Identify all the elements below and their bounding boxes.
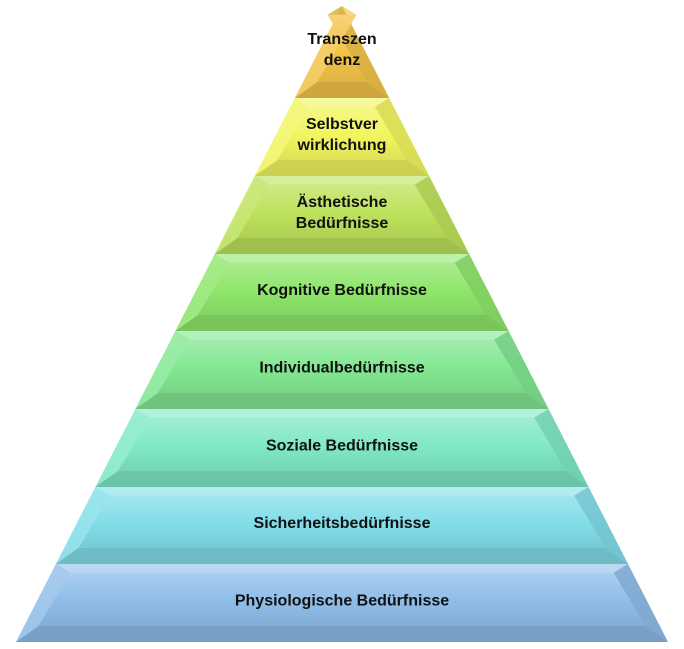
pyramid-level-face — [38, 572, 646, 626]
pyramid-level-bevel-top — [294, 98, 390, 107]
pyramid-level-label: Bedürfnisse — [296, 215, 389, 232]
pyramid-level-face — [198, 262, 486, 315]
pyramid-level: Transzen denz — [294, 6, 390, 98]
pyramid-level-bevel-right — [534, 409, 589, 487]
pyramid-level-bevel-bottom — [214, 238, 470, 254]
pyramid-level-bevel-right — [454, 254, 509, 331]
pyramid-level-label: denz — [324, 52, 360, 69]
pyramid-level-label: Ästhetische — [297, 193, 388, 211]
pyramid-level-bevel-bottom — [175, 315, 509, 331]
pyramid-level-face — [277, 106, 407, 160]
pyramid-level-bevel-right — [494, 331, 549, 409]
pyramid-level-face — [118, 417, 566, 471]
pyramid-level-face — [317, 14, 367, 82]
pyramid-level: Selbstver wirklichung — [254, 98, 430, 176]
pyramid-level-bevel-top — [95, 487, 589, 496]
pyramid-level: Physiologische Bedürfnisse — [16, 564, 668, 642]
pyramid-level-label: Selbstver — [306, 116, 378, 133]
pyramid-level-bevel-left — [16, 564, 71, 642]
pyramid-level-bevel-top — [135, 409, 549, 418]
pyramid-level-bevel-bottom — [135, 393, 549, 409]
pyramid-level-label: wirklichung — [297, 137, 387, 154]
pyramid-level-bevel-bottom — [95, 471, 589, 487]
pyramid-level-label: Physiologische Bedürfnisse — [235, 592, 449, 609]
pyramid-level-bevel-top — [175, 331, 509, 340]
pyramid-level-bevel-top — [254, 176, 430, 185]
pyramid-level-bevel-bottom — [254, 160, 430, 176]
pyramid-level-label: Sicherheitsbedürfnisse — [254, 515, 431, 532]
pyramid-level-bevel-top — [214, 254, 470, 263]
pyramid-level-label: Soziale Bedürfnisse — [266, 437, 418, 454]
pyramid-level-bevel-left — [55, 487, 110, 564]
pyramid-level-bevel-bottom — [16, 626, 668, 642]
pyramid-level-bevel-left — [135, 331, 190, 409]
pyramid-level-bevel-left — [175, 254, 230, 331]
pyramid-level-bevel-left — [254, 98, 310, 176]
pyramid-level-bevel-left — [95, 409, 150, 487]
pyramid-level: Sicherheitsbedürfnisse — [55, 487, 629, 564]
pyramid-level-face — [78, 495, 606, 548]
pyramid-level-label: Transzen — [307, 31, 376, 48]
pyramid-level-bevel-top — [55, 564, 629, 573]
pyramid-level-face — [158, 339, 526, 393]
pyramid-level-face — [237, 184, 447, 238]
pyramid-level-label: Kognitive Bedürfnisse — [257, 282, 427, 299]
pyramid-level-bevel-bottom — [55, 548, 629, 564]
pyramid-level-bevel-right — [374, 98, 430, 176]
pyramid-level: Individualbedürfnisse — [135, 331, 549, 409]
pyramid-level: Soziale Bedürfnisse — [95, 409, 589, 487]
pyramid-level-label: Individualbedürfnisse — [259, 359, 424, 376]
pyramid-level: Kognitive Bedürfnisse — [175, 254, 509, 331]
pyramid-level-bevel-right — [613, 564, 668, 642]
pyramid-level-bevel-right — [414, 176, 470, 254]
pyramid-level-bevel-left — [214, 176, 270, 254]
pyramid-level-bevel-bottom — [294, 82, 390, 98]
pyramid-level-bevel-right — [574, 487, 629, 564]
